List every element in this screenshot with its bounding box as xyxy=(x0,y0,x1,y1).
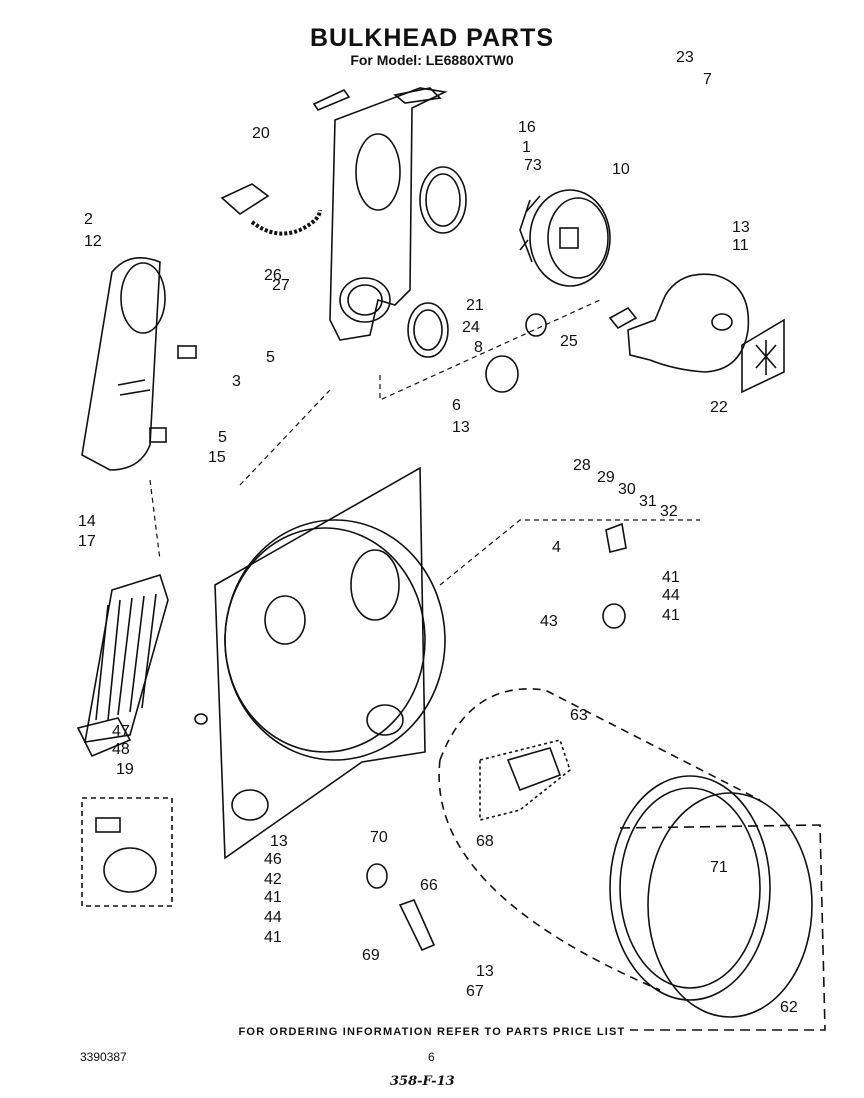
callout-6: 6 xyxy=(452,397,461,414)
callout-8: 8 xyxy=(474,339,483,356)
drum-seal-part xyxy=(647,792,813,1018)
callout-12: 12 xyxy=(84,233,102,250)
heater-housing-part xyxy=(81,256,166,471)
callout-13: 13 xyxy=(732,219,750,236)
blower-housing-part xyxy=(627,273,750,373)
belt-part xyxy=(103,847,157,893)
blower-clip-part xyxy=(608,306,638,330)
callout-73: 73 xyxy=(524,157,542,174)
callout-41: 41 xyxy=(662,607,680,624)
callout-66: 66 xyxy=(420,877,438,894)
callout-46: 46 xyxy=(264,851,282,868)
ordering-info-note: FOR ORDERING INFORMATION REFER TO PARTS … xyxy=(238,1026,626,1038)
callout-42: 42 xyxy=(264,871,282,888)
callout-16: 16 xyxy=(518,119,536,136)
callout-5: 5 xyxy=(266,349,275,366)
callout-62: 62 xyxy=(780,999,798,1016)
callout-47: 47 xyxy=(112,723,130,740)
callout-41: 41 xyxy=(264,889,282,906)
callout-13: 13 xyxy=(452,419,470,436)
seal-ring-part xyxy=(407,302,449,358)
callout-5: 5 xyxy=(218,429,227,446)
rear-duct-part xyxy=(329,87,448,341)
callout-11: 11 xyxy=(732,237,749,254)
callout-71: 71 xyxy=(710,859,728,876)
callout-21: 21 xyxy=(466,297,484,314)
document-code: 3390387 xyxy=(80,1050,127,1064)
callout-44: 44 xyxy=(662,587,680,604)
callout-30: 30 xyxy=(618,481,636,498)
front-bulkhead-part xyxy=(214,466,446,860)
callout-41: 41 xyxy=(264,929,282,946)
callout-29: 29 xyxy=(597,469,615,486)
slide-part xyxy=(194,713,208,725)
leader-lines xyxy=(149,299,700,586)
idler-pulley-part xyxy=(398,898,436,952)
connector-part xyxy=(95,817,121,833)
callout-13: 13 xyxy=(476,963,494,980)
lower-roller-part xyxy=(366,863,388,889)
callout-44: 44 xyxy=(264,909,282,926)
callout-70: 70 xyxy=(370,829,388,846)
callout-68: 68 xyxy=(476,833,494,850)
model-subtitle: For Model: LE6880XTW0 xyxy=(350,52,514,68)
idler-arm-part xyxy=(605,522,627,553)
callout-10: 10 xyxy=(612,161,630,178)
callout-20: 20 xyxy=(252,125,270,142)
callout-14: 14 xyxy=(78,513,96,530)
callout-17: 17 xyxy=(78,533,96,550)
limit-thermostat-part xyxy=(149,427,167,443)
callout-3: 3 xyxy=(232,373,241,390)
bracket-part xyxy=(177,345,197,359)
callout-25: 25 xyxy=(560,333,578,350)
handwritten-note: 358-F-13 xyxy=(390,1074,455,1089)
filter-screen-part xyxy=(741,318,785,394)
kit-box xyxy=(81,797,173,907)
gasket-part xyxy=(419,166,467,234)
callout-32: 32 xyxy=(660,503,678,520)
callout-7: 7 xyxy=(703,71,712,88)
heating-element-part xyxy=(76,573,169,758)
callout-28: 28 xyxy=(573,457,591,474)
callout-1: 1 xyxy=(522,139,531,156)
callout-15: 15 xyxy=(208,449,226,466)
callout-43: 43 xyxy=(540,613,558,630)
thermal-fuse-part xyxy=(220,183,270,216)
callout-19: 19 xyxy=(116,761,134,778)
callout-27: 27 xyxy=(272,277,290,294)
vent-trim-part xyxy=(312,88,351,111)
callout-13: 13 xyxy=(270,833,288,850)
callout-22: 22 xyxy=(710,399,728,416)
wire-harness-part xyxy=(250,209,322,236)
callout-63: 63 xyxy=(570,707,588,724)
page-title: BULKHEAD PARTS xyxy=(309,24,555,52)
page-number: 6 xyxy=(428,1050,435,1064)
drum-outline xyxy=(619,824,826,1031)
callout-48: 48 xyxy=(112,741,130,758)
callout-69: 69 xyxy=(362,947,380,964)
drum-part xyxy=(438,688,771,1001)
callout-26: 26 xyxy=(264,267,282,284)
callout-67: 67 xyxy=(466,983,484,1000)
blower-wheel-part xyxy=(519,189,611,287)
callout-24: 24 xyxy=(462,319,480,336)
roller-part xyxy=(602,603,626,629)
duct-ring-part xyxy=(485,355,519,393)
callout-23: 23 xyxy=(676,49,694,66)
callout-31: 31 xyxy=(639,493,657,510)
callout-41: 41 xyxy=(662,569,680,586)
callout-2: 2 xyxy=(84,211,93,228)
callout-4: 4 xyxy=(552,539,561,556)
